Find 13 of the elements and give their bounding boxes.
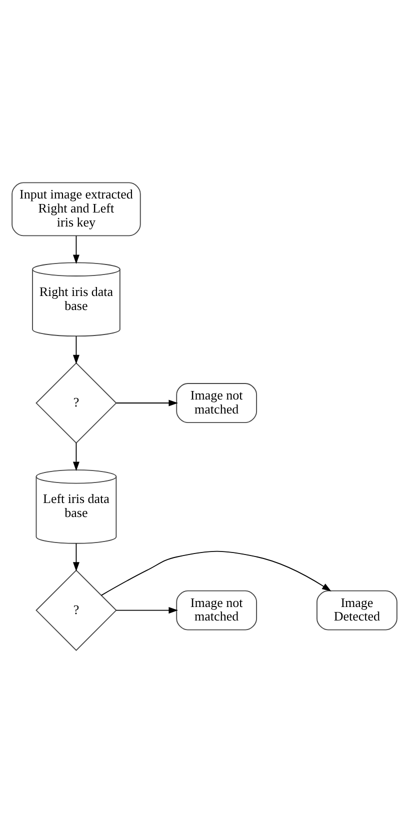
- node-box: Image not matched: [176, 590, 258, 630]
- arrow: [116, 399, 178, 406]
- node-box: Input image extracted Right and Left iris key: [12, 182, 141, 236]
- arrow: [72, 442, 80, 471]
- arrow: [72, 234, 80, 264]
- arrow: [116, 606, 178, 614]
- node-diamond: ?: [36, 362, 117, 444]
- node-box: Image not matched: [176, 382, 258, 422]
- node-diamond: ?: [36, 569, 117, 650]
- arrow: [72, 335, 80, 364]
- arrow: [72, 542, 80, 571]
- arrow: [100, 550, 332, 596]
- node-box: Image Detected: [316, 590, 398, 630]
